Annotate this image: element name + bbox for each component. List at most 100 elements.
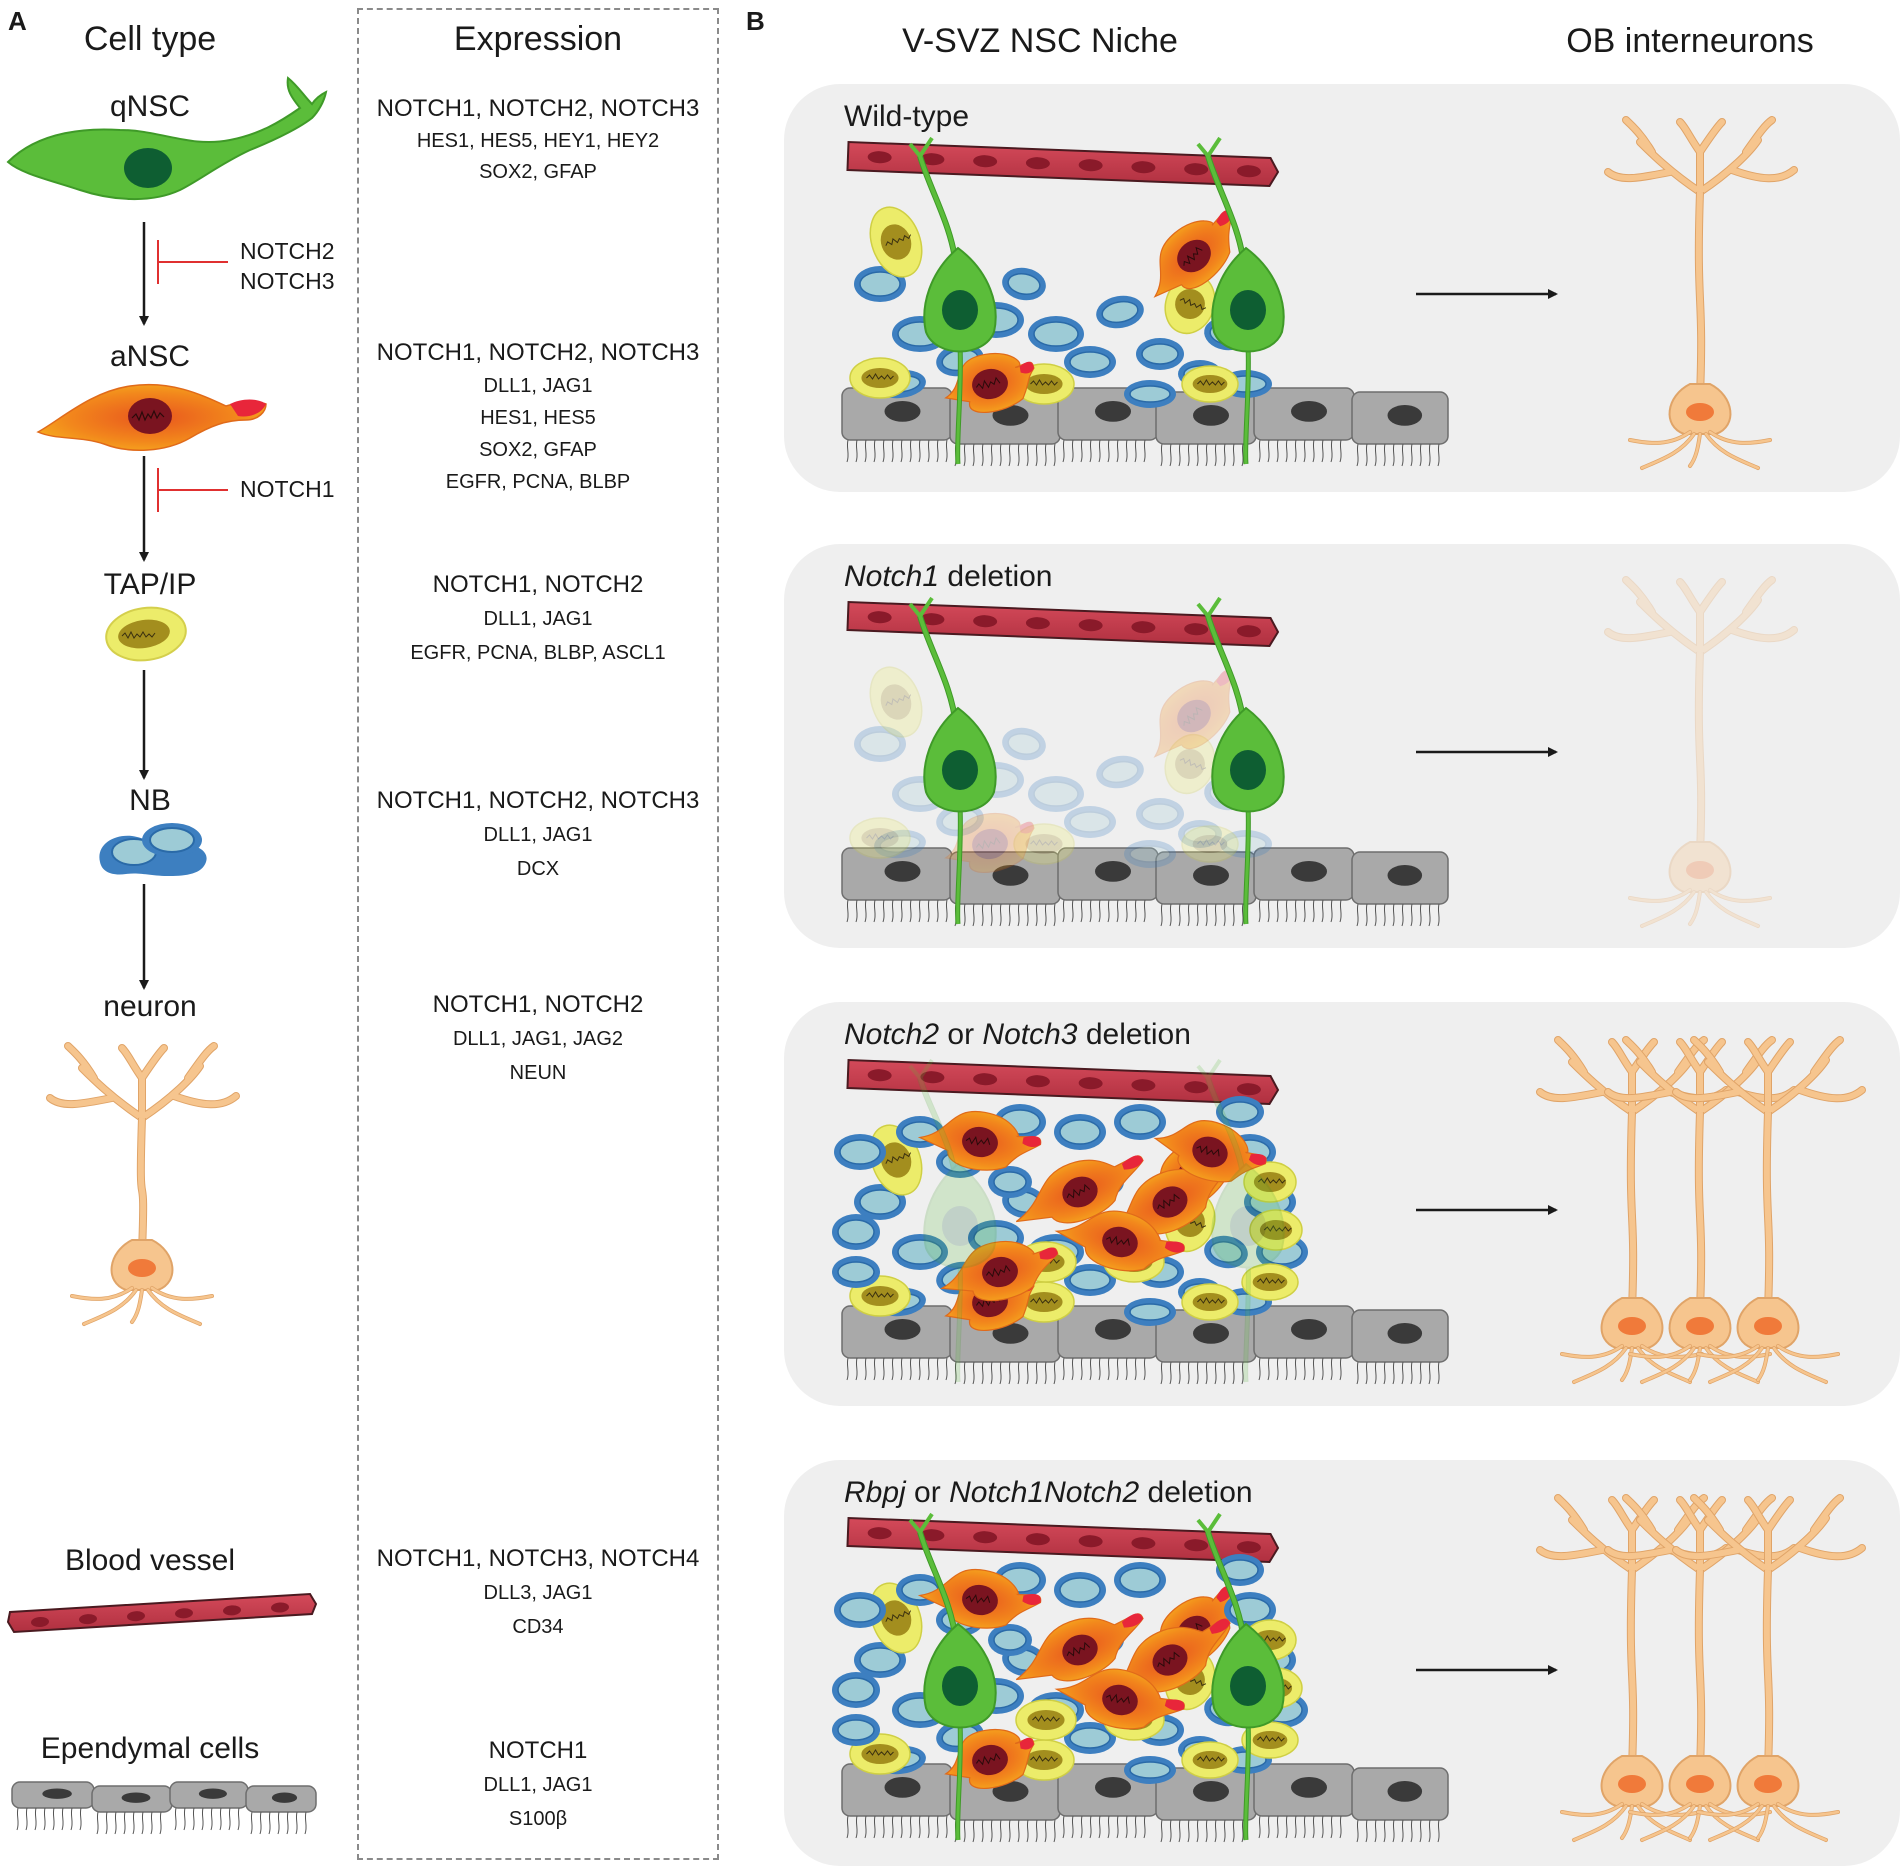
- expression-line: HES1, HES5, HEY1, HEY2: [416, 130, 660, 152]
- vessel-cell-dot: [1078, 159, 1103, 172]
- tap-cell: [1249, 1209, 1303, 1251]
- condition-part: or: [905, 1476, 950, 1509]
- qnsc-cell: [908, 1512, 997, 1841]
- vessel-cell-dot: [1131, 621, 1156, 634]
- nb-cell: [1124, 1298, 1176, 1326]
- expression-line-primary: NOTCH1: [488, 1737, 588, 1764]
- nb-cell: [1096, 295, 1144, 329]
- nb-cell: [1002, 267, 1046, 301]
- niche-illustrations: [832, 136, 1449, 1843]
- qnsc-cell: [1196, 1512, 1285, 1841]
- blood-vessel-icon: [6, 1592, 318, 1634]
- condition-part: Notch1Notch2: [949, 1476, 1140, 1509]
- nb-cell: [1002, 727, 1046, 761]
- expression-neuron: NOTCH1, NOTCH2 DLL1, JAG1, JAG2 NEUN: [360, 988, 716, 1090]
- vessel-cell-dot: [920, 153, 945, 166]
- cell-label-neuron: neuron: [103, 990, 197, 1023]
- niche-blood-vessel: [846, 600, 1280, 648]
- nb-cell: [874, 829, 926, 859]
- ansc-cell: [944, 1728, 1035, 1790]
- ob-neuron: [1604, 116, 1798, 470]
- niche-scene: [832, 1058, 1449, 1385]
- expression-ansc: NOTCH1, NOTCH2, NOTCH3 DLL1, JAG1 HES1, …: [360, 336, 716, 498]
- nb-cell: [1124, 840, 1176, 868]
- vessel-cell-dot: [867, 1527, 892, 1540]
- vessel-cell-dot: [867, 1069, 892, 1082]
- vessel-cell-dot: [867, 611, 892, 624]
- tap-cell: [1015, 1699, 1077, 1741]
- vessel-cell-dot: [1025, 1075, 1050, 1088]
- niche-ependymal-row: [841, 847, 1449, 927]
- nb-cell: [1064, 1264, 1116, 1296]
- vessel-cell-dot: [1184, 623, 1209, 636]
- nb-cell: [832, 1672, 880, 1708]
- qnsc-cell: [908, 596, 997, 925]
- cell-label-tap: TAP/IP: [103, 568, 197, 601]
- vessel-cell-dot: [920, 613, 945, 626]
- inhibitor-line: NOTCH1: [240, 476, 335, 502]
- vessel-cell-dot: [175, 1608, 193, 1619]
- expression-line-primary: NOTCH1, NOTCH2: [432, 991, 644, 1018]
- neuron-drawing: [46, 1042, 240, 1326]
- vessel-cell-dot: [1078, 1535, 1103, 1548]
- nb-cell: [832, 1714, 880, 1746]
- vessel-cell-dot: [1236, 1083, 1261, 1096]
- vessel-cell-dot: [79, 1614, 97, 1625]
- tap-cell: [849, 817, 911, 859]
- condition-part: Wild-type: [844, 100, 970, 133]
- expression-line-primary: NOTCH1, NOTCH2, NOTCH3: [376, 787, 700, 814]
- nb-cell: [1124, 1756, 1176, 1784]
- condition-part: deletion: [939, 560, 1053, 593]
- inhibitor-line: NOTCH3: [240, 268, 335, 294]
- ansc-cell: [1054, 1210, 1185, 1272]
- niche-scene: [832, 1512, 1449, 1843]
- qnsc-cell: [1196, 136, 1285, 465]
- condition-title-3: Notch2 or Notch3 deletion: [844, 1018, 1191, 1052]
- tap-cell: [1164, 273, 1216, 335]
- vessel-cell-dot: [920, 1529, 945, 1542]
- condition-part: Notch3: [982, 1018, 1078, 1051]
- cell-label-blood-vessel: Blood vessel: [64, 1544, 236, 1577]
- expression-line: DLL1, JAG1, JAG2: [452, 1028, 624, 1050]
- cell-label-nb: NB: [129, 784, 171, 817]
- expression-line: EGFR, PCNA, BLBP: [445, 471, 631, 493]
- nb-cell: [1114, 1104, 1166, 1140]
- ependymal-row: [11, 1781, 317, 1835]
- ob-neuron: [1672, 1036, 1866, 1384]
- vessel-cell-dot: [1184, 1539, 1209, 1552]
- niche-blood-vessel: [846, 1058, 1280, 1106]
- tap-cell: [869, 206, 923, 278]
- expression-blood-vessel: NOTCH1, NOTCH3, NOTCH4 DLL3, JAG1 CD34: [360, 1542, 716, 1644]
- expression-line-primary: NOTCH1, NOTCH3, NOTCH4: [376, 1545, 700, 1572]
- vessel-cell-dot: [271, 1602, 289, 1613]
- tap-cell: [1181, 1741, 1239, 1779]
- nb-cell: [854, 726, 906, 762]
- expression-line-primary: NOTCH1, NOTCH2, NOTCH3: [376, 339, 700, 366]
- inhibitor-label-2: NOTCH1: [240, 474, 335, 504]
- expression-line: EGFR, PCNA, BLBP, ASCL1: [410, 642, 666, 664]
- cell-label-ansc: aNSC: [109, 340, 191, 373]
- nb-cell: [892, 1234, 948, 1270]
- expression-box: [357, 8, 719, 1860]
- tap-cell: [869, 666, 923, 738]
- qnsc-cell: [1196, 1058, 1285, 1383]
- nb-cell: [1178, 820, 1222, 848]
- nb-cell: [1064, 346, 1116, 378]
- ob-neuron: [1604, 576, 1798, 928]
- cell-label-ependymal: Ependymal cells: [40, 1732, 260, 1765]
- nb-cell: [1028, 316, 1084, 352]
- nb-cell: [1054, 1114, 1106, 1150]
- qnsc-cell: [908, 136, 997, 465]
- ansc-cell-icon: [36, 383, 267, 451]
- expression-line-primary: NOTCH1, NOTCH2: [432, 571, 644, 598]
- vessel-cell-dot: [1078, 1077, 1103, 1090]
- inhibitor-icon-1: [157, 240, 228, 284]
- ansc-cell: [939, 1240, 1059, 1302]
- nb-cell: [1136, 798, 1184, 830]
- vessel-cell-dot: [1131, 1079, 1156, 1092]
- vessel-cell-dot: [973, 615, 998, 628]
- ob-neuron: [1672, 1494, 1866, 1842]
- expression-line: NEUN: [509, 1062, 567, 1084]
- nb-cell: [1064, 1722, 1116, 1754]
- vessel-cell-dot: [973, 1531, 998, 1544]
